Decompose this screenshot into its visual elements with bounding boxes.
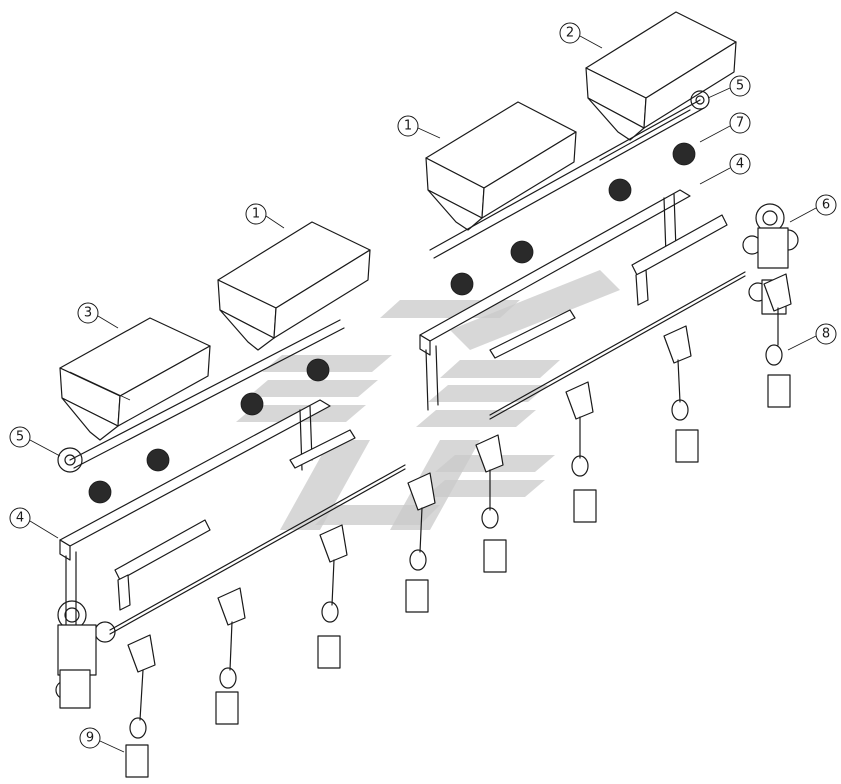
svg-text:4: 4 <box>16 511 24 526</box>
callout-6: 6 <box>789 194 837 223</box>
svg-text:5: 5 <box>16 430 24 445</box>
svg-text:6: 6 <box>822 198 830 213</box>
seed-tube-unit-8 <box>763 273 792 408</box>
toolbar-frame-left <box>59 399 331 641</box>
svg-text:8: 8 <box>822 327 830 342</box>
callout-4-left: 4 <box>9 507 59 539</box>
hopper-box-1-left <box>217 221 371 351</box>
hopper-drive-shafts <box>69 99 705 469</box>
callout-9: 9 <box>79 727 125 753</box>
hopper-box-1-right <box>425 101 577 231</box>
callout-5-left: 5 <box>9 426 61 457</box>
seed-tube-unit-a <box>215 587 246 725</box>
svg-text:7: 7 <box>736 116 744 131</box>
callout-8: 8 <box>787 323 837 351</box>
sprocket-5-left <box>57 447 83 473</box>
seed-tube-unit-f <box>663 325 699 463</box>
callout-1-left: 1 <box>245 203 285 229</box>
seed-tube-unit-e <box>565 381 597 523</box>
seed-tube-unit-9 <box>125 634 156 778</box>
svg-text:2: 2 <box>566 26 574 41</box>
svg-text:5: 5 <box>736 79 744 94</box>
seed-tube-unit-d <box>475 434 507 573</box>
frame-brackets <box>114 214 728 611</box>
toolbar-frame-right <box>419 189 691 411</box>
svg-text:9: 9 <box>86 731 94 746</box>
callout-7: 7 <box>699 112 751 143</box>
hopper-box-3 <box>59 317 211 441</box>
seed-tube-units <box>125 273 792 778</box>
callout-4-right: 4 <box>699 153 751 185</box>
svg-text:1: 1 <box>252 207 260 222</box>
callout-3: 3 <box>77 302 119 329</box>
callout-1-right: 1 <box>397 115 441 139</box>
callout-2: 2 <box>559 22 603 49</box>
metering-rotors <box>88 142 696 504</box>
sprocket-5-right <box>690 90 710 110</box>
svg-text:1: 1 <box>404 119 412 134</box>
svg-text:4: 4 <box>736 157 744 172</box>
drive-unit-left <box>55 600 116 709</box>
svg-text:3: 3 <box>84 306 92 321</box>
seed-tube-unit-c <box>405 472 436 613</box>
hopper-box-2 <box>585 11 737 141</box>
watermark-logo <box>236 270 620 530</box>
seed-tube-unit-b <box>317 524 348 669</box>
drive-rods <box>109 271 746 635</box>
callout-5-right: 5 <box>707 75 751 99</box>
